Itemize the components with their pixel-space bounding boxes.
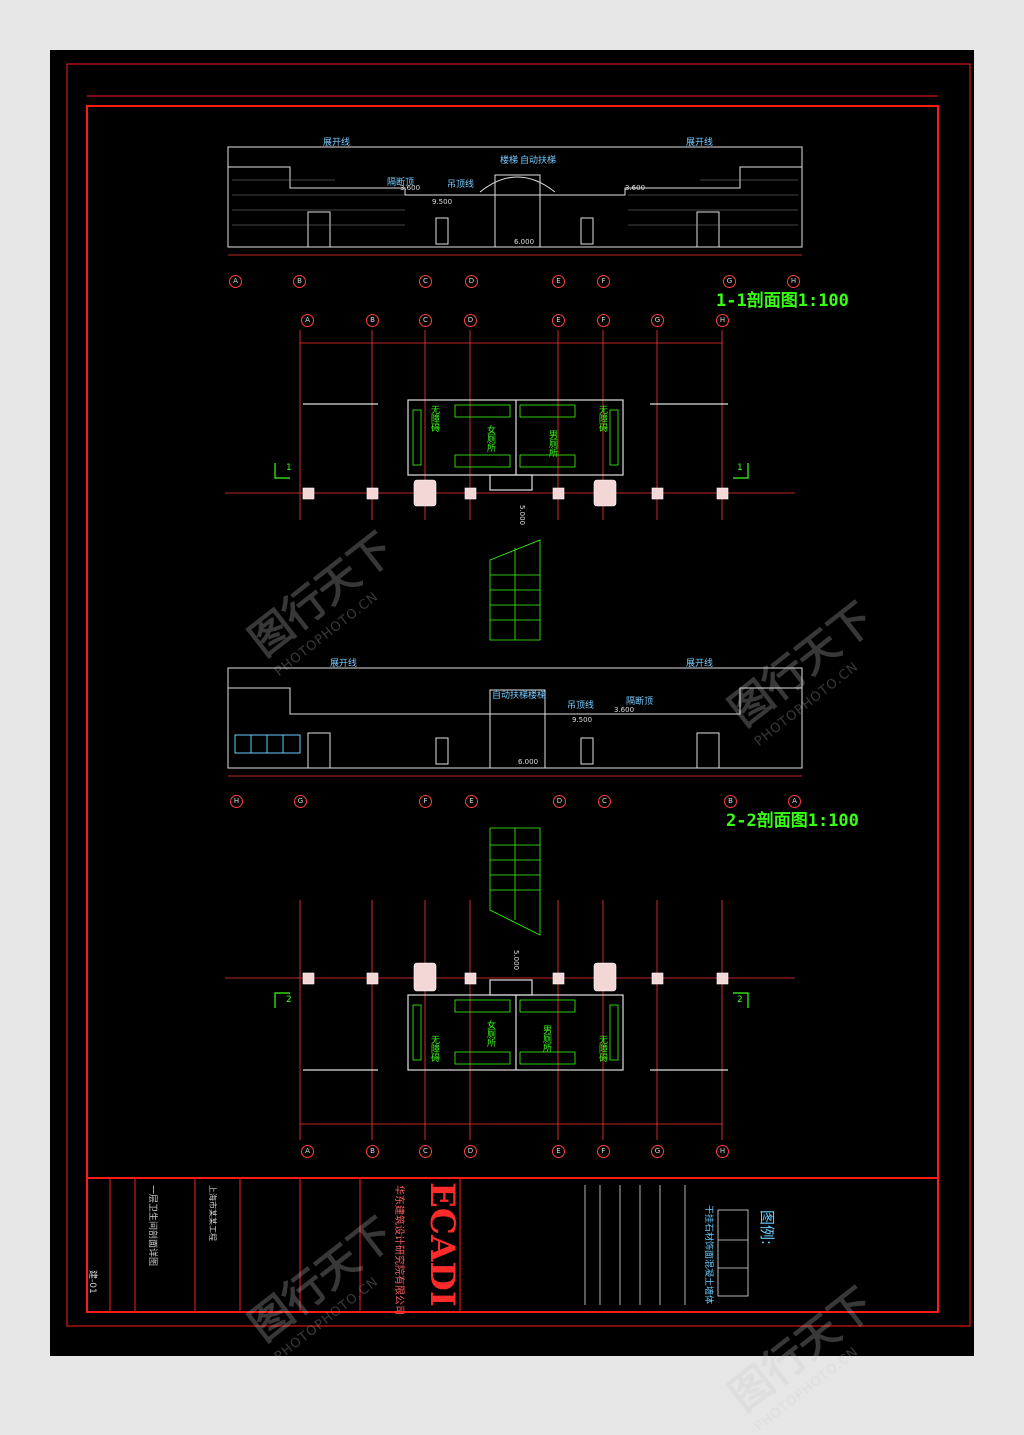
- section1-axis-bubble: F: [597, 275, 610, 288]
- sheet-number: 建-01: [87, 1270, 97, 1294]
- section1-axis-bubble: B: [293, 275, 306, 288]
- legend-table: [584, 1185, 749, 1305]
- plan1-axis-bubble: B: [366, 314, 379, 327]
- title-block: [109, 1178, 461, 1312]
- s2-roof-right: 展开线: [686, 659, 714, 669]
- plan1-room-4: 无障碍: [597, 405, 607, 432]
- plan-2-grid: [225, 900, 795, 1140]
- plan2-axis-bubble: B: [366, 1145, 379, 1158]
- section1-axis-bubble: C: [419, 275, 432, 288]
- plan1-axis-bubble: E: [552, 314, 565, 327]
- plan-2-cut-marks: [274, 992, 749, 1008]
- section-2-scale: 1:100: [807, 811, 859, 831]
- plan2-room-4: 无障碍: [597, 1035, 607, 1062]
- section-1-scale: 1:100: [797, 291, 849, 311]
- s2-elev-mid: 6.000: [518, 758, 539, 766]
- plan-1-fixtures: [412, 404, 619, 468]
- section-2-panels: [234, 734, 301, 754]
- plan1-axis-bubble: A: [301, 314, 314, 327]
- plan-2-walls: [303, 979, 728, 1071]
- section2-axis-bubble: G: [294, 795, 307, 808]
- plan2-axis-bubble: A: [301, 1145, 314, 1158]
- s2-escalator: 自动扶梯楼梯: [492, 691, 547, 701]
- s2-elev-right: 3.600: [614, 706, 635, 714]
- plan2-room-1: 无障碍: [429, 1035, 439, 1062]
- plan1-axis-bubble: C: [419, 314, 432, 327]
- section1-axis-bubble: E: [552, 275, 565, 288]
- section-1-title-text: 1-1剖面图: [716, 291, 798, 311]
- section2-axis-bubble: D: [553, 795, 566, 808]
- plan2-room-3: 男厕所: [541, 1025, 551, 1052]
- plan2-axis-bubble: C: [419, 1145, 432, 1158]
- section1-axis-bubble: A: [229, 275, 242, 288]
- plan2-axis-bubble: E: [552, 1145, 565, 1158]
- section-1-title: 1-1剖面图1:100: [716, 286, 849, 311]
- plan-1-walls: [303, 399, 728, 491]
- section2-axis-bubble: B: [724, 795, 737, 808]
- section-2-2: [227, 667, 803, 769]
- section1-axis-bubble: D: [465, 275, 478, 288]
- s2-ceiling: 吊顶线: [567, 701, 595, 711]
- plan1-axis-bubble: H: [716, 314, 729, 327]
- section1-axis-bubble: H: [787, 275, 800, 288]
- plan-1-columns: [302, 479, 729, 507]
- plan2-axis-bubble: F: [597, 1145, 610, 1158]
- section2-axis-bubble: C: [598, 795, 611, 808]
- elev-mid: 6.000: [514, 238, 535, 246]
- plan-2-stair: [489, 827, 541, 936]
- section2-axis-bubble: E: [465, 795, 478, 808]
- elev-left: 3.600: [400, 184, 421, 192]
- section-2-title-text: 2-2剖面图: [726, 811, 808, 831]
- ecadi-logo: ECADI: [422, 1182, 462, 1307]
- plan2-elev: 5.000: [512, 950, 520, 971]
- plan2-axis-bubble: D: [464, 1145, 477, 1158]
- roof-label-right: 展开线: [686, 138, 714, 148]
- plan-2-fixtures: [412, 999, 619, 1065]
- plan1-axis-bubble: D: [464, 314, 477, 327]
- sheet-frames: [66, 63, 971, 1327]
- plan1-room-1: 无障碍: [429, 405, 439, 432]
- s2-elev-upper: 9.500: [572, 716, 593, 724]
- plan1-room-2: 女厕所: [485, 425, 495, 452]
- section-1-left-facade: [232, 179, 798, 226]
- plan2-axis-bubble: H: [716, 1145, 729, 1158]
- plan1-cut-right: 1: [737, 463, 743, 473]
- s2-roof-left: 展开线: [330, 659, 358, 669]
- section-1-1: [227, 146, 803, 248]
- roof-label-left: 展开线: [323, 138, 351, 148]
- section1-axis-bubble: G: [723, 275, 736, 288]
- s2-partition: 隔断顶: [626, 697, 654, 707]
- stairs-label: 楼梯: [500, 156, 519, 166]
- plan1-room-3: 男厕所: [547, 430, 557, 457]
- cad-drawing: [66, 63, 971, 1327]
- plan2-room-2: 女厕所: [485, 1020, 495, 1047]
- plan1-elev: 5.000: [518, 505, 526, 526]
- section2-axis-bubble: F: [419, 795, 432, 808]
- plan-2-columns: [302, 962, 729, 992]
- plan2-axis-bubble: G: [651, 1145, 664, 1158]
- drawing-sheet: [50, 50, 974, 1356]
- section2-axis-bubble: H: [230, 795, 243, 808]
- ceiling-label: 吊顶线: [447, 180, 475, 190]
- plan-1-cut-marks: [274, 463, 749, 479]
- plan2-cut-right: 2: [737, 995, 743, 1005]
- section-2-title: 2-2剖面图1:100: [726, 806, 859, 831]
- legend-item: 干挂石材饰面混凝土墙体: [703, 1205, 713, 1305]
- escalator-label: 自动扶梯: [520, 156, 557, 166]
- plan1-axis-bubble: G: [651, 314, 664, 327]
- section2-axis-bubble: A: [788, 795, 801, 808]
- plan1-axis-bubble: F: [597, 314, 610, 327]
- plan1-cut-left: 1: [286, 463, 292, 473]
- partition-label: 隔断顶: [387, 178, 415, 188]
- plan2-cut-left: 2: [286, 995, 292, 1005]
- plan-1-stair: [489, 539, 541, 641]
- drawing-name: 一层卫生间剖面详图: [147, 1185, 157, 1267]
- elev-right: 3.600: [625, 184, 646, 192]
- legend-title: 图例:: [758, 1210, 776, 1246]
- project-name: 上海市某某工程: [208, 1185, 217, 1241]
- elev-upper: 9.500: [432, 198, 453, 206]
